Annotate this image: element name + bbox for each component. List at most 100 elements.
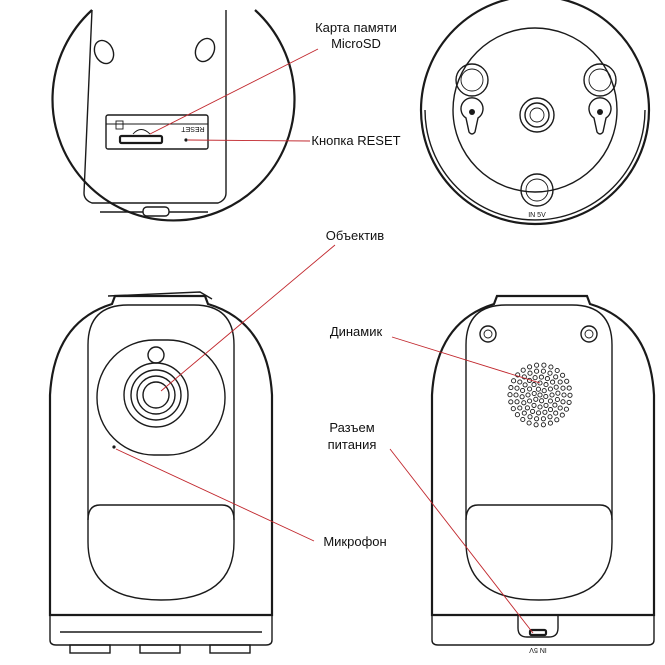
speaker-hole <box>521 374 527 380</box>
speaker-hole <box>560 372 566 378</box>
in-5v-marking: IN 5V <box>528 212 546 219</box>
base-view-mount: IN 5V <box>419 0 651 226</box>
lens-ring-outer <box>123 362 189 428</box>
speaker-hole <box>540 416 546 422</box>
speaker-hole <box>520 367 526 373</box>
speaker-hole <box>537 404 543 410</box>
speaker-hole <box>514 399 520 405</box>
keyhole-slot <box>588 97 612 135</box>
label-power-line2: питания <box>328 437 377 452</box>
speaker-hole <box>554 367 560 374</box>
speaker-hole <box>544 376 550 382</box>
speaker-hole <box>508 385 514 391</box>
leader-microphone <box>115 448 315 542</box>
reset-marking: RESET <box>181 125 205 132</box>
speaker-hole <box>511 378 517 384</box>
speaker-hole <box>564 378 570 384</box>
speaker-hole <box>527 386 533 392</box>
speaker-hole <box>541 362 547 368</box>
leader-speaker <box>391 336 541 384</box>
lens-window <box>96 339 226 456</box>
label-sd-card-line2: MicroSD <box>331 36 381 51</box>
speaker-hole <box>553 374 559 380</box>
speaker-hole <box>537 380 543 386</box>
speaker-hole <box>517 379 523 385</box>
speaker-hole <box>547 386 553 392</box>
reset-pinhole <box>184 138 188 142</box>
speaker-hole <box>542 409 548 415</box>
speaker-grille <box>507 362 573 428</box>
screw-hole <box>93 39 115 65</box>
speaker-hole <box>557 379 563 385</box>
speaker-hole <box>554 417 560 423</box>
camera-head-rear <box>465 304 613 601</box>
speaker-hole <box>517 405 523 411</box>
leader-lines <box>115 48 541 634</box>
speaker-hole <box>553 384 559 390</box>
speaker-hole <box>560 385 566 391</box>
speaker-hole <box>560 399 566 405</box>
speaker-hole <box>541 388 547 394</box>
speaker-hole <box>507 392 513 398</box>
speaker-hole <box>553 410 559 416</box>
speaker-hole <box>513 392 519 398</box>
speaker-hole <box>536 410 542 416</box>
speaker-hole <box>561 392 567 398</box>
power-connector-housing <box>517 614 559 638</box>
speaker-hole <box>537 392 543 398</box>
sd-card-icon <box>115 120 124 130</box>
sd-slot-bay <box>105 114 209 150</box>
speaker-hole <box>527 398 533 404</box>
speaker-hole <box>532 375 538 381</box>
speaker-hole <box>539 398 545 404</box>
speaker-hole <box>520 416 526 423</box>
power-port-bottom <box>520 173 554 207</box>
speaker-hole <box>531 390 537 397</box>
speaker-hole <box>514 385 520 391</box>
speaker-hole <box>567 392 573 398</box>
speaker-hole <box>521 410 527 416</box>
speaker-hole <box>566 385 572 391</box>
label-lens: Объектив <box>326 228 385 243</box>
speaker-hole <box>547 398 553 404</box>
speaker-hole <box>525 392 531 398</box>
speaker-hole <box>530 408 536 414</box>
speaker-hole <box>557 405 563 411</box>
screw-hole <box>194 37 216 63</box>
speaker-hole <box>540 422 546 428</box>
speaker-hole <box>522 382 528 388</box>
label-power-line1: Разъем <box>329 420 374 435</box>
leader-lens <box>160 244 336 392</box>
speaker-hole <box>527 414 533 420</box>
speaker-hole <box>534 362 540 368</box>
speaker-hole <box>531 402 537 408</box>
bottom-view-sd-reset: RESET <box>51 9 296 222</box>
speaker-hole <box>538 374 544 380</box>
speaker-hole <box>526 420 532 426</box>
speaker-hole <box>534 368 540 374</box>
speaker-hole <box>534 416 540 422</box>
speaker-hole <box>535 386 541 392</box>
speaker-hole <box>519 394 525 400</box>
leader-power <box>389 448 534 634</box>
label-sd-card-line1: Карта памяти <box>315 20 397 35</box>
speaker-hole <box>521 400 527 406</box>
front-view <box>48 291 274 654</box>
speaker-hole <box>508 399 514 405</box>
microphone-hole <box>112 445 116 449</box>
speaker-hole <box>563 406 569 412</box>
speaker-hole <box>510 406 516 412</box>
leader-reset <box>187 139 311 142</box>
speaker-hole <box>550 379 556 385</box>
callout-labels: Карта памяти MicroSD Кнопка RESET Объект… <box>311 20 400 549</box>
speaker-hole <box>527 370 533 376</box>
speaker-hole <box>514 412 520 418</box>
speaker-hole <box>531 382 537 388</box>
speaker-hole <box>520 387 526 394</box>
speaker-hole <box>543 402 549 408</box>
speaker-hole <box>552 402 558 408</box>
speaker-hole <box>554 396 560 403</box>
speaker-hole <box>549 392 555 398</box>
microsd-slot <box>118 134 164 145</box>
